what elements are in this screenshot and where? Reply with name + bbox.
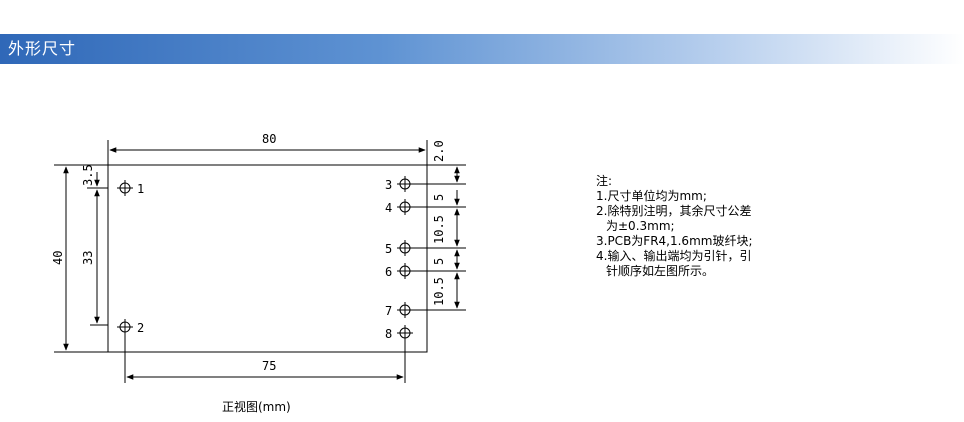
dim-text-5-a: 5: [432, 194, 446, 201]
notes-block: 注: 1.尺寸单位均为mm; 2.除特别注明，其余尺寸公差 为±0.3mm; 3…: [596, 174, 753, 279]
pin-label-4: 4: [385, 201, 392, 215]
pin-2-symbol: [117, 319, 133, 335]
pin-symbols: [117, 176, 413, 341]
section-title: 外形尺寸: [8, 39, 77, 58]
section-header-bar: 外形尺寸: [0, 34, 964, 64]
dim-text-80: 80: [262, 132, 276, 146]
pin-label-1: 1: [137, 182, 144, 196]
drawing-caption: 正视图(mm): [222, 400, 291, 414]
pin-3-symbol: [397, 176, 413, 192]
pin-5-symbol: [397, 240, 413, 256]
note-line-2: 2.除特别注明，其余尺寸公差: [596, 204, 752, 218]
pin-label-5: 5: [385, 242, 392, 256]
dim-text-33: 33: [81, 251, 95, 265]
dim-text-2-0: 2.0: [432, 140, 446, 162]
note-line-6: 针顺序如左图所示。: [606, 264, 715, 278]
pin-label-6: 6: [385, 265, 392, 279]
board-outline: [107, 164, 428, 353]
pin-label-3: 3: [385, 178, 392, 192]
note-line-5: 4.输入、输出端均为引针，引: [596, 249, 752, 263]
notes-title: 注:: [596, 174, 613, 188]
dim-text-10-5-b: 10.5: [432, 277, 446, 306]
pin-label-8: 8: [385, 327, 392, 341]
note-line-3: 为±0.3mm;: [606, 219, 675, 233]
dim-text-75: 75: [262, 359, 276, 373]
pin-1-symbol: [117, 180, 133, 196]
pin-7-symbol: [397, 302, 413, 318]
note-line-1: 1.尺寸单位均为mm;: [596, 189, 707, 203]
pin-label-2: 2: [137, 321, 144, 335]
dim-text-10-5-a: 10.5: [432, 215, 446, 244]
dim-text-5-b: 5: [432, 258, 446, 265]
pin-6-symbol: [397, 263, 413, 279]
pin-label-7: 7: [385, 304, 392, 318]
pin-8-symbol: [397, 325, 413, 341]
dim-text-40: 40: [51, 251, 65, 265]
dim-text-3-5: 3.5: [81, 164, 95, 186]
pin-4-symbol: [397, 199, 413, 215]
note-line-4: 3.PCB为FR4,1.6mm玻纤块;: [596, 234, 753, 248]
